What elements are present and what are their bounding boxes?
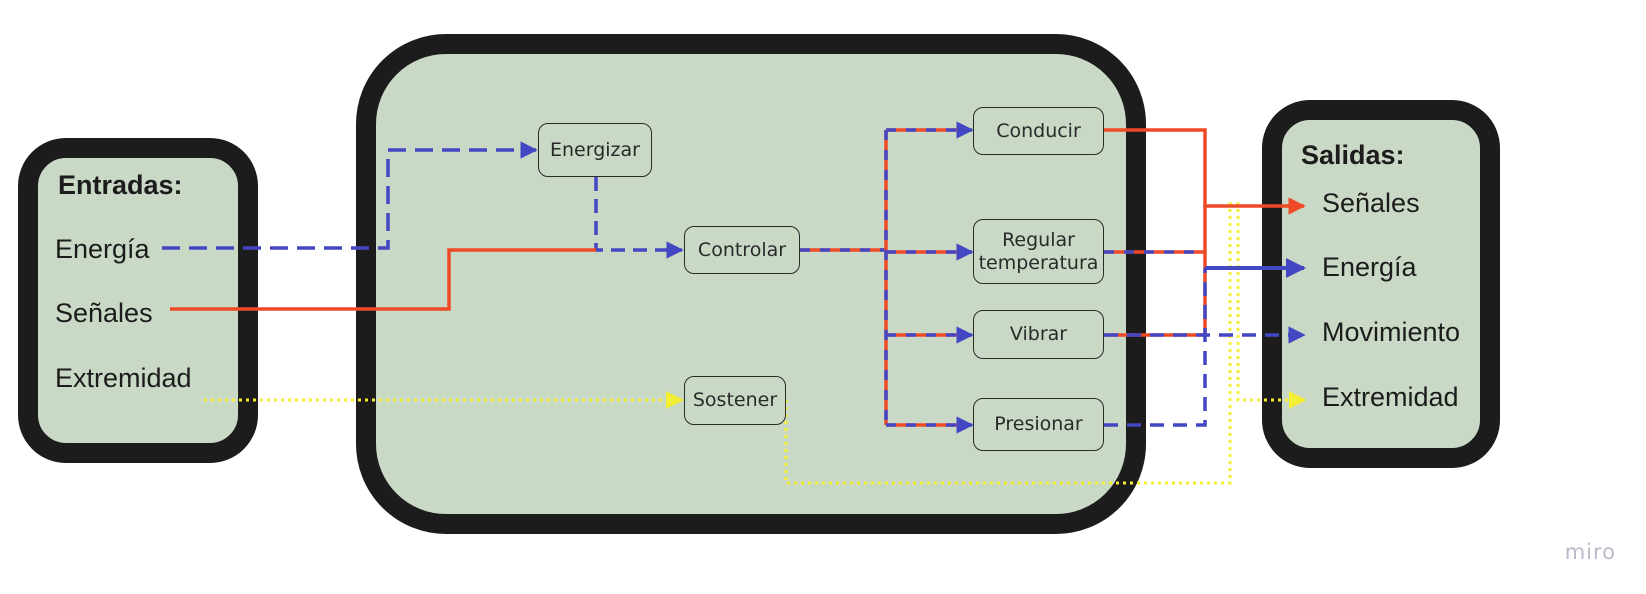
node-energizar[interactable]: Energizar	[538, 123, 652, 177]
node-vibrar-label: Vibrar	[1009, 323, 1068, 346]
node-energizar-label: Energizar	[550, 138, 640, 161]
output-movimiento-label: Movimiento	[1322, 317, 1461, 347]
node-regular-temperatura[interactable]: Regular temperatura	[973, 219, 1104, 284]
node-controlar[interactable]: Controlar	[684, 226, 800, 274]
node-regular-label-line2: temperatura	[978, 251, 1099, 274]
node-presionar[interactable]: Presionar	[973, 398, 1104, 451]
node-regular-label-line1: Regular	[1002, 228, 1075, 251]
node-sostener-label: Sostener	[692, 389, 778, 412]
node-controlar-label: Controlar	[697, 238, 787, 261]
inputs-heading: Entradas:	[58, 170, 183, 200]
node-conducir-label: Conducir	[996, 119, 1081, 142]
inputs-panel	[18, 138, 258, 463]
wire-energizar-to-controlar	[594, 177, 684, 259]
wire-conducir-to-senales	[1104, 128, 1306, 215]
output-senales-label: Señales	[1322, 188, 1420, 218]
wire-energia-to-energizar	[162, 141, 538, 250]
wire-controlar-branch	[800, 130, 888, 425]
wire-sostener-to-extremidad	[784, 202, 1307, 485]
output-energia-label: Energía	[1322, 252, 1417, 282]
input-extremidad-label: Extremidad	[55, 363, 192, 393]
node-conducir[interactable]: Conducir	[973, 107, 1104, 155]
node-vibrar[interactable]: Vibrar	[973, 310, 1104, 359]
miro-watermark: miro	[1564, 540, 1616, 564]
outputs-heading: Salidas:	[1301, 140, 1405, 170]
input-energia-label: Energía	[55, 234, 150, 264]
wire-presionar-to-movimiento	[1104, 268, 1207, 427]
node-presionar-label: Presionar	[994, 413, 1083, 436]
input-senales-label: Señales	[55, 298, 153, 328]
wire-senales-to-controlar	[170, 248, 596, 311]
output-extremidad-label: Extremidad	[1322, 382, 1459, 412]
node-sostener[interactable]: Sostener	[684, 376, 786, 425]
